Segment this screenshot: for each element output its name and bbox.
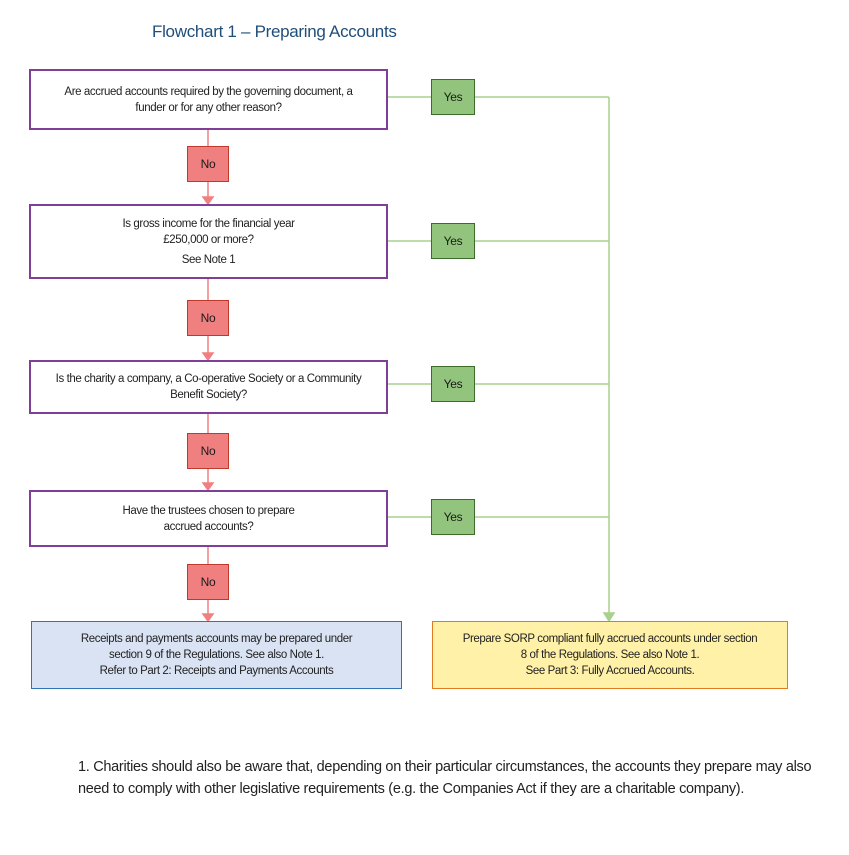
yes-box-4: Yes: [431, 499, 475, 535]
no-box-1: No: [187, 146, 229, 182]
no-box-3: No: [187, 433, 229, 469]
question-4-line-2: accrued accounts?: [163, 520, 254, 533]
question-box-2: Is gross income for the financial year £…: [29, 204, 388, 279]
outcome-right-line-2: 8 of the Regulations. See also Note 1.: [520, 649, 700, 661]
outcome-right-line-1: Prepare SORP compliant fully accrued acc…: [462, 633, 758, 645]
outcome-left-line-2: section 9 of the Regulations. See also N…: [109, 649, 324, 661]
question-4-line-1: Have the trustees chosen to prepare: [122, 504, 295, 517]
outcome-left-line-1: Receipts and payments accounts may be pr…: [80, 633, 353, 645]
yes-box-3: Yes: [431, 366, 475, 402]
yes-box-1: Yes: [431, 79, 475, 115]
flowchart-title: Flowchart 1 – Preparing Accounts: [152, 22, 397, 41]
question-box-3: Is the charity a company, a Co-operative…: [29, 360, 388, 414]
no-box-4: No: [187, 564, 229, 600]
outcome-receipts-payments: Receipts and payments accounts may be pr…: [31, 621, 402, 689]
no-box-2: No: [187, 300, 229, 336]
question-3-line-2: Benefit Society?: [170, 389, 247, 401]
question-2-line-1: Is gross income for the financial year: [122, 217, 295, 230]
footnote: 1. Charities should also be aware that, …: [78, 759, 812, 797]
question-2-line-2: £250,000 or more?: [163, 233, 254, 246]
question-1-line-2: funder or for any other reason?: [135, 101, 282, 114]
yes-box-2: Yes: [431, 223, 475, 259]
question-box-4: Have the trustees chosen to prepare accr…: [29, 490, 388, 547]
question-3-line-1: Is the charity a company, a Co-operative…: [55, 373, 362, 385]
question-1-line-1: Are accrued accounts required by the gov…: [64, 85, 353, 98]
outcome-left-line-3: Refer to Part 2: Receipts and Payments A…: [99, 665, 334, 677]
outcome-fully-accrued: Prepare SORP compliant fully accrued acc…: [432, 621, 788, 689]
question-box-1: Are accrued accounts required by the gov…: [29, 69, 388, 130]
outcome-right-line-3: See Part 3: Fully Accrued Accounts.: [525, 665, 695, 677]
question-2-line-3: See Note 1: [181, 253, 236, 266]
